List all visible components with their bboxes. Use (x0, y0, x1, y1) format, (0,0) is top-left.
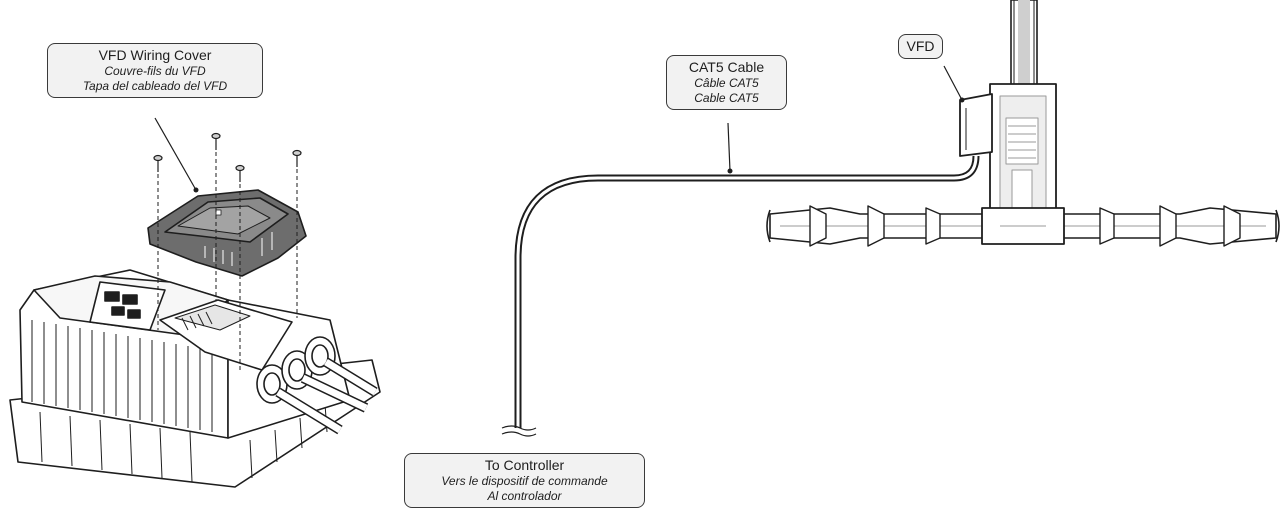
callout-vfd-wiring-cover: VFD Wiring Cover Couvre-fils du VFD Tapa… (47, 43, 263, 98)
cat5-cable (514, 155, 980, 428)
label-fr: Vers le dispositif de commande (441, 474, 608, 488)
callout-vfd: VFD (898, 34, 943, 59)
label-fr: Câble CAT5 (694, 76, 759, 90)
label-es: Al controlador (487, 489, 562, 503)
callout-to-controller: To Controller Vers le dispositif de comm… (404, 453, 645, 508)
wiring-cover-illustration (147, 189, 307, 277)
label-es: Cable CAT5 (694, 91, 759, 105)
label-en: CAT5 Cable (688, 59, 765, 75)
leader-cat5 (727, 122, 733, 174)
screws-illustration (153, 132, 302, 182)
leader-vfd (943, 65, 965, 103)
leader-wiring-cover (154, 117, 199, 193)
cat5-cable-highlight (516, 155, 978, 428)
label-en: To Controller (484, 457, 565, 473)
label-en: VFD Wiring Cover (98, 47, 212, 63)
pump-assembly-illustration (766, 0, 1280, 247)
label-en: VFD (906, 38, 935, 54)
label-es: Tapa del cableado del VFD (82, 79, 228, 93)
label-fr: Couvre-fils du VFD (104, 64, 206, 78)
alignment-guides (157, 152, 298, 370)
cable-break-mark (501, 425, 537, 437)
callout-cat5-cable: CAT5 Cable Câble CAT5 Cable CAT5 (666, 55, 787, 110)
vfd-unit-illustration (9, 269, 381, 488)
